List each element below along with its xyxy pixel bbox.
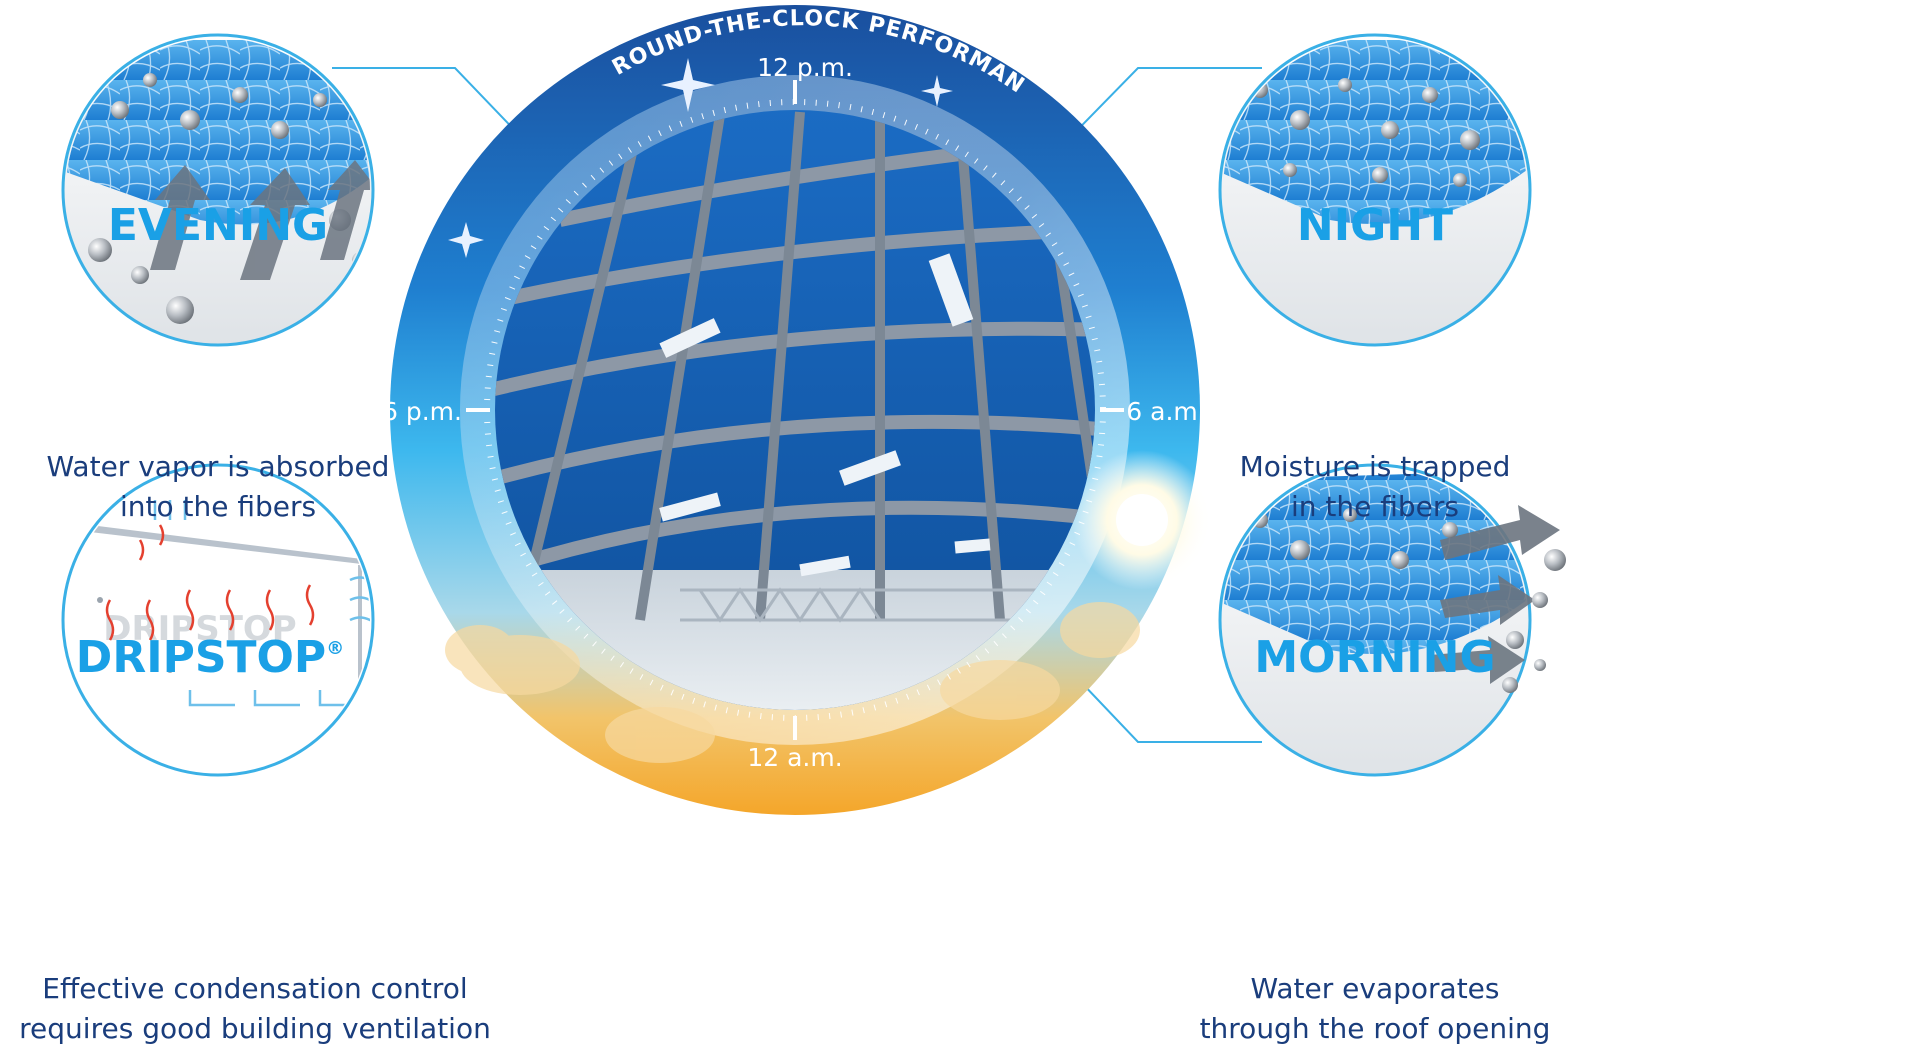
dripstop-caption-line2: requires good building ventilation: [19, 1012, 491, 1045]
dripstop-label: DRIPSTOP®: [76, 632, 344, 683]
clock-tick-marks: [466, 80, 1124, 740]
heat-arrows: [105, 524, 315, 641]
vapor-droplets: [1502, 549, 1566, 693]
morning-panel: MORNING: [1218, 463, 1566, 777]
clock-label-12pm: 12 p.m.: [757, 53, 853, 82]
dripstop-caption-line1: Effective condensation control: [42, 972, 467, 1005]
evening-caption-line1: Water vapor is absorbed: [47, 450, 390, 483]
evening-label: EVENING: [108, 200, 328, 251]
morning-label: MORNING: [1254, 632, 1495, 683]
clock-label-6am: 6 a.m.: [1126, 397, 1205, 426]
warehouse-ceiling-image: [495, 110, 1095, 710]
cloud-icon: [445, 602, 1140, 763]
sun-icon: [1072, 450, 1212, 590]
star-icon: [448, 58, 953, 258]
evening-panel: EVENING: [61, 33, 375, 347]
night-caption-line2: in the fibers: [1291, 490, 1459, 523]
dripstop-panel: DRIPSTOP DRIPSTOP®: [61, 463, 375, 777]
dripstop-watermark: DRIPSTOP: [103, 609, 296, 649]
air-flow-arrows: [153, 500, 370, 707]
night-panel: NIGHT: [1218, 33, 1532, 347]
morning-caption-line2: through the roof opening: [1200, 1012, 1551, 1045]
morning-caption-line1: Water evaporates: [1251, 972, 1500, 1005]
clock-label-6pm: 6 p.m.: [382, 397, 462, 426]
clock-label-12am: 12 a.m.: [747, 743, 842, 772]
evaporation-arrows: [1430, 505, 1560, 684]
night-label: NIGHT: [1297, 200, 1453, 251]
night-caption-line1: Moisture is trapped: [1240, 450, 1511, 483]
evening-caption-line2: into the fibers: [120, 490, 316, 523]
